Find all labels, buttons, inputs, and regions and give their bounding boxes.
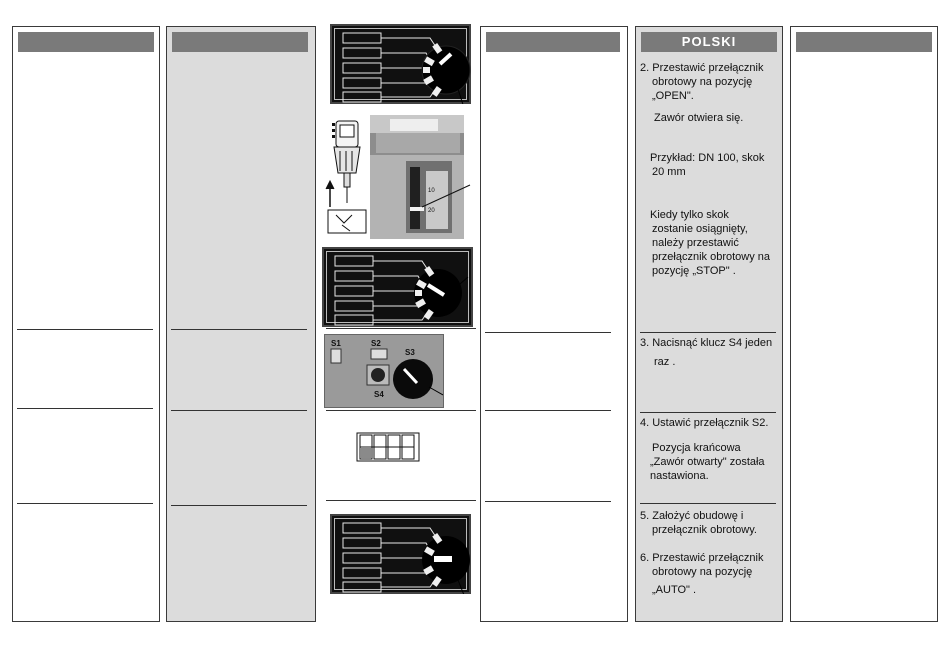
step-3: 3. Nacisnąć klucz S4 jeden raz . <box>640 337 773 368</box>
divider <box>17 503 153 504</box>
step-6: 6. Przestawić przełącznik obrotowy na po… <box>640 552 764 596</box>
column-6-header-bar <box>796 32 932 52</box>
rotary-selector-diagram <box>334 255 469 326</box>
s1-label: S1 <box>331 339 341 348</box>
step-2: 2. Przestawić przełącznik obrotowy na po… <box>640 62 764 102</box>
rotary-selector-panel-auto <box>330 514 471 594</box>
step-2-example: Przykład: DN 100, skok 20 mm <box>650 152 765 178</box>
figure-divider <box>326 500 476 501</box>
actuator-illustration: 10 20 <box>325 115 471 239</box>
divider <box>171 410 307 411</box>
section-title: POLSKI <box>681 34 737 49</box>
column-2-header-bar <box>172 32 308 52</box>
divider <box>17 329 153 330</box>
divider <box>485 332 611 333</box>
rotary-selector-diagram <box>342 522 470 594</box>
rotary-selector-panel-stop <box>322 247 473 327</box>
figure-divider <box>326 328 476 329</box>
dip-switch-diagram <box>356 432 420 462</box>
column-6 <box>790 26 938 622</box>
divider <box>640 332 776 333</box>
column-4 <box>480 26 628 622</box>
s4-label: S4 <box>374 390 384 399</box>
divider <box>485 501 611 502</box>
step-5: 5. Założyć obudowę i przełącznik obrotow… <box>640 510 757 536</box>
rotary-selector-diagram <box>342 32 471 104</box>
figure-column: 10 20 <box>322 22 478 622</box>
divider <box>485 410 611 411</box>
divider <box>640 503 776 504</box>
step-4: 4. Ustawić przełącznik S2. <box>640 417 769 429</box>
divider <box>171 505 307 506</box>
column-4-header-bar <box>486 32 620 52</box>
figure-divider <box>326 410 476 411</box>
column-polski: POLSKI 2. Przestawić przełącznik obrotow… <box>635 26 783 622</box>
step-4-result: Pozycja krańcowa „Zawór otwarty" została… <box>650 442 765 482</box>
scale-20-label: 20 <box>428 208 435 214</box>
section-header: POLSKI <box>641 32 777 52</box>
scale-10-label: 10 <box>428 188 435 194</box>
column-1-header-bar <box>18 32 154 52</box>
s3-label: S3 <box>405 348 415 357</box>
s2-label: S2 <box>371 339 381 348</box>
divider <box>171 329 307 330</box>
divider <box>640 412 776 413</box>
step-2-note: Kiedy tylko skok zostanie osiągnięty, na… <box>650 209 771 277</box>
column-2 <box>166 26 316 622</box>
controls-panel: S1 S2 S4 S3 <box>324 334 444 408</box>
step-2-result: Zawór otwiera się. <box>654 112 744 124</box>
divider <box>17 408 153 409</box>
rotary-selector-panel-open <box>330 24 471 104</box>
column-1 <box>12 26 160 622</box>
